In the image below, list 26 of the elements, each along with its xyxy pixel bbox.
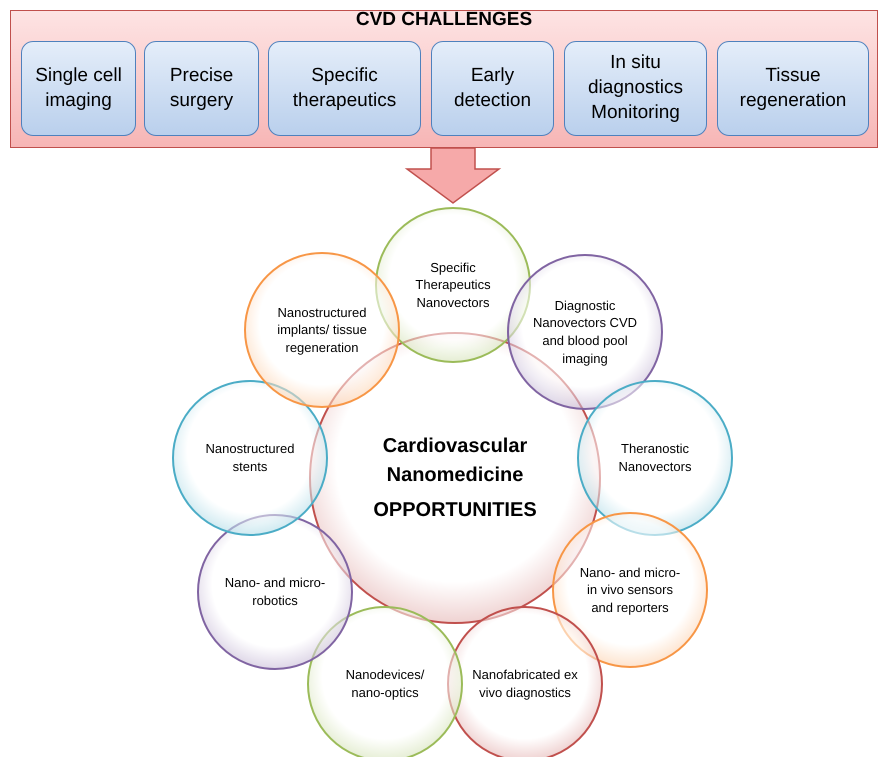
center-label: OPPORTUNITIES [373, 498, 537, 522]
challenge-label: Specific therapeutics [292, 64, 398, 112]
challenge-box [431, 41, 554, 136]
challenge-label: Early detection [452, 64, 532, 112]
circle-label: Nano- and micro-robotics [224, 574, 326, 610]
challenge-box [268, 41, 421, 136]
center-label: Cardiovascular Nanomedicine [382, 434, 528, 488]
circle-label: Nanostructured stents [204, 440, 296, 476]
circle-label: Theranostic Nanovectors [618, 440, 692, 476]
circle-label: Diagnostic Nanovectors CVD and blood pool imaging [532, 296, 638, 368]
circle-label: Nanostructured implants/ tissue regeneration [276, 304, 368, 356]
challenge-label: Tissue regeneration [738, 64, 848, 112]
challenges-banner [10, 10, 878, 148]
circle-label: Nanodevices/ nano-optics [344, 666, 426, 702]
challenge-box [717, 41, 869, 136]
challenge-label: Single cell imaging [34, 64, 123, 112]
challenge-label: In situ diagnostics Monitoring [586, 51, 684, 125]
challenge-box [21, 41, 136, 136]
circle-label: Nanofabricated ex vivo diagnostics [471, 666, 579, 702]
challenge-box [144, 41, 259, 136]
banner-title: CVD CHALLENGES [356, 9, 532, 31]
challenge-box [564, 41, 707, 136]
challenge-label: Precise surgery [168, 64, 234, 112]
arrow [404, 147, 502, 204]
circle-label: Specific Therapeutics Nanovectors [414, 258, 492, 312]
circle-label: Nano- and micro- in vivo sensors and reporters [578, 564, 682, 616]
